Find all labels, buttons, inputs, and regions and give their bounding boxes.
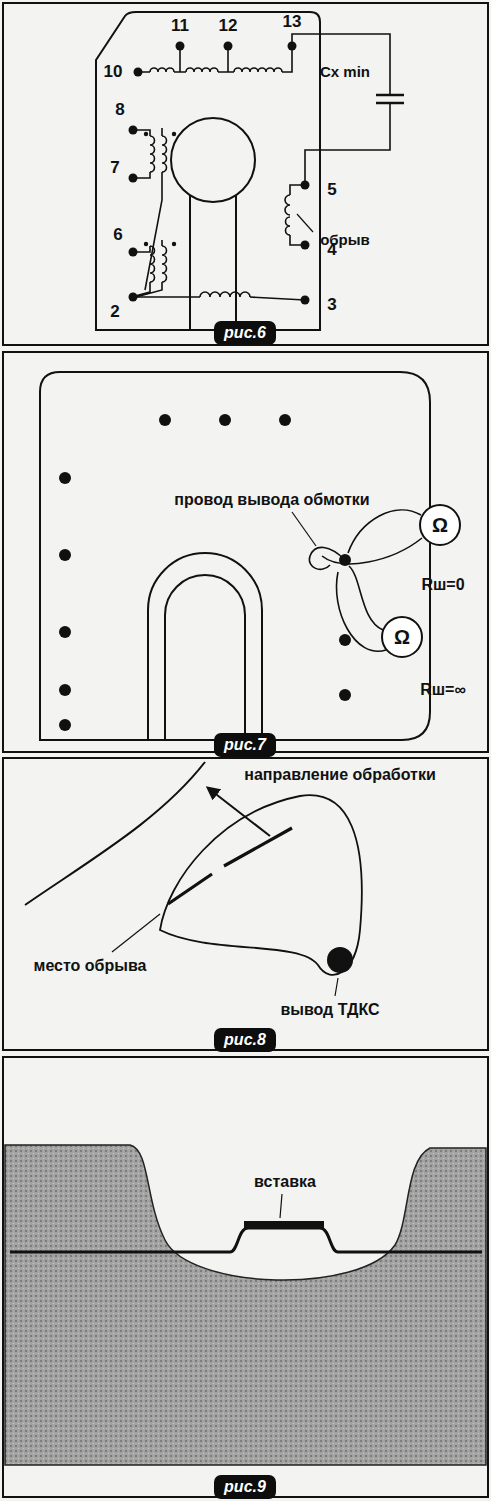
pin-dot <box>59 684 71 696</box>
callout-label: Rш=0 <box>421 576 464 594</box>
node-text: Ω <box>394 626 410 649</box>
leader-line <box>297 214 313 232</box>
callout-label: вставка <box>254 1173 316 1191</box>
winding-coil <box>286 217 291 235</box>
lead-outline <box>160 795 362 975</box>
pin-dot <box>301 241 310 250</box>
pin-dot <box>129 293 138 302</box>
pin-dot <box>129 174 138 183</box>
ohmmeter-symbol: Ω <box>419 504 461 546</box>
leader-line <box>112 914 160 952</box>
capacitor-wire <box>292 34 390 185</box>
figure-caption: рис.9 <box>214 1475 276 1499</box>
panel-frame <box>3 352 488 752</box>
panel-frame <box>3 1057 488 1497</box>
node-text: рис.9 <box>224 1478 266 1496</box>
tdks-housing <box>96 12 320 330</box>
pin-dot <box>301 296 310 305</box>
callout-label: вывод ТДКС <box>280 1001 379 1019</box>
pin-number: 8 <box>115 101 124 120</box>
winding-coil <box>234 68 282 72</box>
winding-coil <box>186 68 218 72</box>
pin-number: 3 <box>327 296 336 315</box>
winding-coil <box>162 246 167 282</box>
leader-line <box>335 978 338 996</box>
winding-wire <box>133 297 305 300</box>
figure-caption: рис.7 <box>214 733 276 757</box>
node-text: Ω <box>432 514 448 537</box>
node-text: рис.7 <box>224 736 266 754</box>
leader-line <box>292 512 316 546</box>
winding-coil <box>285 195 290 215</box>
core-leg <box>190 196 236 330</box>
panel-frame <box>3 758 488 1050</box>
pin-dot <box>339 554 351 566</box>
wire-trace <box>168 828 292 904</box>
pin-dot <box>219 414 231 426</box>
node-text: рис.6 <box>224 324 266 342</box>
ohmmeter-symbol: Ω <box>381 616 423 658</box>
pin-number: 7 <box>110 159 119 178</box>
pin-dot <box>59 626 71 638</box>
callout-label: направление обработки <box>244 766 435 784</box>
winding-wire <box>145 128 162 290</box>
polarity-dot <box>144 132 148 136</box>
tdks-housing <box>40 372 430 740</box>
meter-lead <box>322 538 422 564</box>
core-arch <box>148 553 262 740</box>
pin-number: 5 <box>327 181 336 200</box>
capacitor-symbol <box>376 95 404 103</box>
panel-frame <box>3 3 488 345</box>
callout-label: провод вывода обмотки <box>174 491 369 509</box>
pin-number: 12 <box>219 17 238 36</box>
pin-dot <box>129 126 138 135</box>
winding-coil <box>200 292 250 297</box>
pin-dot <box>279 414 291 426</box>
capacitor-label: Cx min <box>320 64 370 81</box>
direction-arrow <box>208 788 270 836</box>
callout-label: Rш=∞ <box>420 681 466 699</box>
polarity-dot <box>172 242 176 246</box>
polarity-dot <box>172 132 176 136</box>
pin-dot <box>129 248 138 257</box>
pin-dot <box>339 634 351 646</box>
pin-number: 2 <box>110 303 119 322</box>
meter-lead <box>349 566 383 630</box>
leader-line <box>280 1194 282 1218</box>
winding-coil <box>150 68 174 72</box>
pin-number: 10 <box>104 63 123 82</box>
pin-dot <box>224 42 233 51</box>
meter-lead <box>336 572 386 651</box>
pin-dot <box>134 68 143 77</box>
callout-label: обрыв <box>320 232 370 249</box>
pin-dot <box>301 181 310 190</box>
board-section <box>5 1145 486 1465</box>
node-text: рис.8 <box>224 1031 266 1049</box>
pin-dot <box>159 414 171 426</box>
insert-piece <box>244 1221 324 1228</box>
pin-dot <box>176 42 185 51</box>
winding-wire <box>133 240 162 297</box>
pin-dot <box>59 549 71 561</box>
pin-number: 6 <box>113 226 122 245</box>
winding-wire <box>133 130 150 178</box>
polarity-dot <box>144 242 148 246</box>
meter-lead <box>348 510 421 553</box>
pin-number: 13 <box>283 13 302 32</box>
pin-dot <box>59 719 71 731</box>
tdks-terminal <box>327 947 353 973</box>
winding-wire <box>138 46 292 72</box>
pin-dot <box>288 42 297 51</box>
figure-caption: рис.6 <box>214 321 276 345</box>
wire-section <box>10 1228 482 1252</box>
winding-coil <box>150 246 155 282</box>
figure-caption: рис.8 <box>214 1028 276 1052</box>
core-window <box>171 118 255 202</box>
pin-dot <box>59 472 71 484</box>
winding-coil <box>150 136 155 172</box>
callout-label: место обрыва <box>34 957 147 975</box>
pin-number: 11 <box>171 17 189 36</box>
winding-coil <box>162 136 167 172</box>
pin-dot <box>339 689 351 701</box>
